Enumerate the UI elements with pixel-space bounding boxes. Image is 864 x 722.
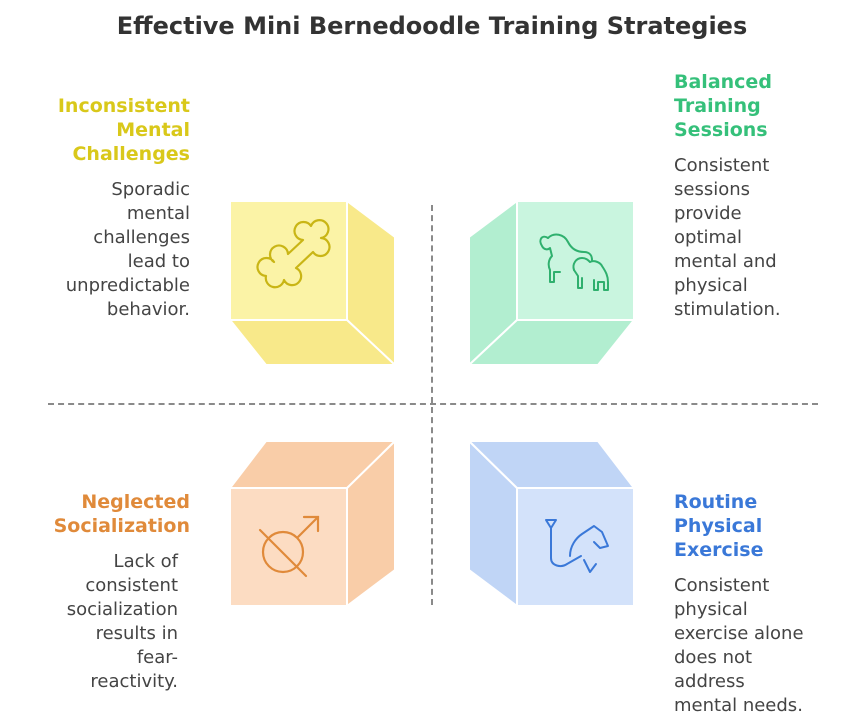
label-inconsistent-mental-challenges: Inconsistent Mental Challenges — [57, 95, 190, 165]
vertical-divider — [431, 205, 433, 605]
desc-balanced-training-sessions: Consistent sessions provide optimal ment… — [674, 155, 781, 320]
dog-leash-icon — [545, 519, 609, 573]
dogs-icon — [539, 233, 609, 291]
desc-inconsistent-mental-challenges: Sporadic mental challenges lead to unpre… — [65, 179, 190, 320]
diagram-title: Effective Mini Bernedoodle Training Stra… — [116, 12, 748, 40]
horizontal-divider — [48, 403, 818, 405]
desc-neglected-socialization: Lack of consistent socialization results… — [66, 551, 178, 692]
label-neglected-socialization: Neglected Socialization — [53, 491, 190, 537]
desc-routine-physical-exercise: Consistent physical exercise alone does … — [674, 575, 804, 716]
male-symbol-crossed-icon — [258, 515, 320, 578]
label-routine-physical-exercise: Routine Physical Exercise — [674, 491, 764, 561]
bone-icon — [256, 219, 331, 289]
label-balanced-training-sessions: Balanced Training Sessions — [674, 71, 772, 141]
